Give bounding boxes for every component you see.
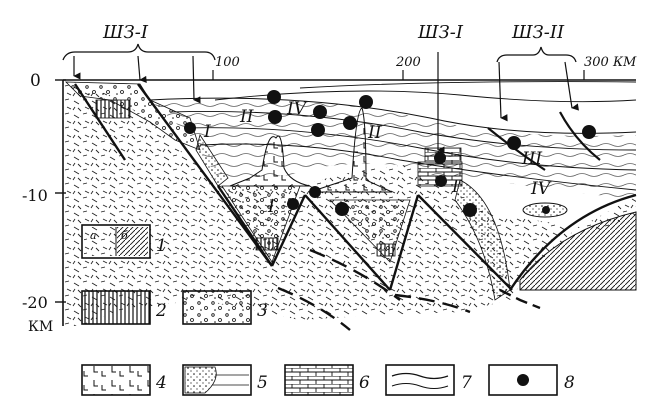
graben-base-2 xyxy=(376,243,396,257)
deposit-dot xyxy=(184,122,196,134)
legend-label-8: 8 xyxy=(564,373,575,393)
depth-tick-10: -10 xyxy=(22,186,48,205)
legend-label-6: 6 xyxy=(359,373,370,393)
legend-item-7: 7 xyxy=(385,364,472,396)
right-basin-hatch xyxy=(519,211,637,291)
deposit-dot xyxy=(507,136,521,150)
legend-label-3: 3 xyxy=(257,301,268,321)
legend-label-7: 7 xyxy=(461,373,472,393)
label-ii-b: II xyxy=(367,123,382,143)
distance-tick-200: 200 xyxy=(395,55,421,70)
deposit-dot xyxy=(582,125,596,139)
label-iii: III xyxy=(521,149,542,169)
depth-tick-20: -20 xyxy=(22,293,48,312)
deposit-dot xyxy=(343,116,357,130)
legend-label-4: 4 xyxy=(155,373,167,393)
legend-label-5: 5 xyxy=(257,373,268,393)
deposit-dot xyxy=(309,186,321,198)
label-iv-b: IV xyxy=(530,179,552,199)
legend-item-5: 5 xyxy=(182,364,268,396)
deposit-dot xyxy=(311,123,325,137)
deposit-dot xyxy=(542,206,550,214)
salt-dome-1 xyxy=(229,135,311,187)
depth-unit: КМ xyxy=(28,319,53,335)
legend-label-1: 1 xyxy=(156,236,167,256)
faults xyxy=(73,83,637,331)
hatched-block-left xyxy=(95,99,131,119)
zone-brackets: ШЗ-I ШЗ-I ШЗ-II xyxy=(62,22,579,154)
deposits xyxy=(184,90,596,217)
zone-sz1-left: ШЗ-I xyxy=(102,22,149,43)
deposit-dot xyxy=(463,203,477,217)
legend-1-a: а xyxy=(90,229,97,242)
deposit-dot xyxy=(287,198,299,210)
distance-axis: 100 200 300 КМ xyxy=(63,55,637,81)
label-i-c: I xyxy=(451,177,459,197)
legend-item-8: 8 xyxy=(488,364,575,396)
legend-item-1: а б 1 xyxy=(81,224,167,259)
legend-1-b: б xyxy=(121,229,128,242)
deposit-dot xyxy=(268,110,282,124)
legend-item-3: 3 xyxy=(182,290,268,325)
label-iv-a: IV xyxy=(286,99,308,119)
deposit-dot xyxy=(313,105,327,119)
legend-item-2: 2 xyxy=(81,290,167,325)
depth-axis: 0 -10 -20 КМ xyxy=(22,71,66,335)
deposit-dot xyxy=(335,202,349,216)
distance-tick-100: 100 xyxy=(215,55,240,70)
depth-tick-0: 0 xyxy=(30,71,41,91)
distance-unit: КМ xyxy=(612,55,637,70)
zone-sz1-right: ШЗ-I xyxy=(417,22,464,43)
zone-sz2: ШЗ-II xyxy=(511,22,565,43)
salt-dome-2 xyxy=(309,107,393,193)
deposit-dot xyxy=(267,90,281,104)
label-i-a: I xyxy=(203,122,211,142)
legend-item-4: 4 xyxy=(81,364,167,396)
deposit-dot xyxy=(434,152,446,164)
deposit-dot xyxy=(435,175,447,187)
zone-labels: I I I II II III IV IV xyxy=(203,99,552,217)
legend: а б 1 2 3 4 5 6 xyxy=(81,224,575,396)
legend-label-2: 2 xyxy=(155,301,167,321)
label-ii-a: II xyxy=(239,107,254,127)
deposit-dot xyxy=(359,95,373,109)
distance-tick-300: 300 xyxy=(584,55,609,70)
label-i-b: I xyxy=(267,197,275,217)
legend-item-6: 6 xyxy=(284,364,370,396)
